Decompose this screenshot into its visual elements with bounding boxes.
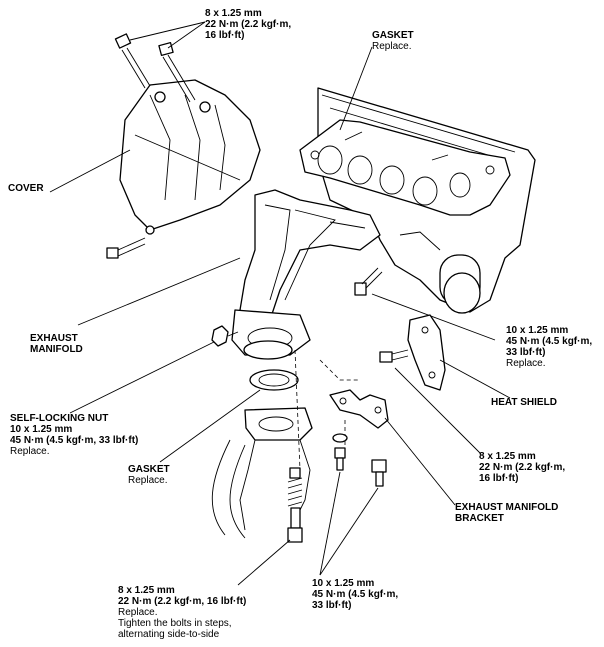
exhaust-manifold — [231, 189, 381, 360]
head-side-bolt — [354, 267, 383, 296]
bracket-line1: EXHAUST MANIFOLD — [455, 502, 559, 513]
spring-bolt-size: 8 x 1.25 mm — [118, 585, 175, 596]
bracket-bolts-leader-1 — [319, 471, 341, 576]
exhaust-manifold-label: EXHAUST MANIFOLD — [30, 333, 83, 355]
bracket-bolt-2 — [371, 459, 387, 487]
exhaust-manifold-bracket — [329, 389, 389, 429]
heat-shield — [407, 314, 446, 391]
exhaust-manifold-line2: MANIFOLD — [30, 344, 83, 355]
self-locking-nut-label: SELF-LOCKING NUT 10 x 1.25 mm 45 N·m (4.… — [10, 413, 138, 457]
top-bolt-leader-1 — [129, 21, 206, 41]
bracket-label: EXHAUST MANIFOLD BRACKET — [455, 502, 558, 524]
heat-shield-bolt-torque: 45 N·m (4.5 kgf·m, — [506, 336, 593, 347]
top-bolt-1 — [114, 33, 151, 89]
spring-bolt-leader — [237, 539, 291, 586]
spring-bolt-spec: 8 x 1.25 mm 22 N·m (2.2 kgf·m, 16 lbf·ft… — [118, 585, 246, 640]
shield-bolt-leader — [394, 367, 481, 454]
gasket-top-label: GASKET Replace. — [372, 30, 414, 52]
bracket-bolts-torque-2: 33 lbf·ft) — [312, 600, 352, 611]
nut-leader — [69, 341, 215, 414]
heat-shield-bolt-leader — [371, 293, 496, 341]
bracket-bolt-1 — [332, 433, 348, 471]
gasket-top-title: GASKET — [372, 30, 414, 41]
gasket-top-note: Replace. — [372, 41, 412, 52]
bracket-line2: BRACKET — [455, 513, 504, 524]
heat-shield-bolt — [379, 349, 409, 363]
gasket-lower-title: GASKET — [128, 464, 170, 475]
bracket-bolts-torque: 45 N·m (4.5 kgf·m, — [312, 589, 399, 600]
gasket-top-leader — [339, 46, 373, 131]
heat-shield-bolt-spec: 10 x 1.25 mm 45 N·m (4.5 kgf·m, 33 lbf·f… — [506, 325, 592, 369]
gasket-lower-label: GASKET Replace. — [128, 464, 170, 486]
cover-leader — [49, 149, 131, 193]
exhaust-manifold-line1: EXHAUST — [30, 333, 78, 344]
spring-bolt-note-2: Tighten the bolts in steps, — [118, 618, 232, 629]
self-locking-nut-torque: 45 N·m (4.5 kgf·m, 33 lbf·ft) — [10, 435, 139, 446]
self-locking-nut-title: SELF-LOCKING NUT — [10, 413, 109, 424]
heat-shield-bolt-note: Replace. — [506, 358, 546, 369]
spring-bolt-note-3: alternating side-to-side — [118, 629, 220, 640]
lower-gasket — [249, 369, 299, 391]
heat-shield-bolt-torque-2: 33 lbf·ft) — [506, 347, 546, 358]
self-locking-nut-note: Replace. — [10, 446, 50, 457]
cover-label: COVER — [8, 183, 44, 194]
top-bolt-spec: 8 x 1.25 mm 22 N·m (2.2 kgf·m, 16 lbf·ft… — [205, 8, 291, 41]
heat-shield-bolt-size: 10 x 1.25 mm — [506, 325, 569, 336]
top-bolt-leader-2 — [167, 21, 206, 49]
cover-title: COVER — [8, 183, 44, 194]
bracket-leader — [384, 417, 456, 506]
exhaust-pipe — [211, 407, 313, 539]
top-bolt-torque-2: 16 lbf·ft) — [205, 30, 245, 41]
cover-lower-bolt — [106, 237, 146, 259]
manifold-leader — [77, 257, 241, 326]
self-locking-nut — [211, 325, 239, 347]
top-bolt-torque: 22 N·m (2.2 kgf·m, — [205, 19, 292, 30]
top-bolt-2 — [158, 41, 196, 103]
bracket-bolts-size: 10 x 1.25 mm — [312, 578, 375, 589]
self-locking-nut-size: 10 x 1.25 mm — [10, 424, 73, 435]
shield-bolts-spec: 8 x 1.25 mm 22 N·m (2.2 kgf·m, 16 lbf·ft… — [479, 451, 565, 484]
bracket-bolts-leader-2 — [319, 487, 379, 576]
heat-shield-title: HEAT SHIELD — [491, 397, 557, 408]
shield-bolts-size: 8 x 1.25 mm — [479, 451, 536, 462]
spring-bolt-note-1: Replace. — [118, 607, 158, 618]
upper-gasket — [299, 119, 511, 216]
heat-shield-leader — [439, 359, 511, 399]
spring-bolt — [287, 467, 303, 543]
shield-bolts-torque-2: 16 lbf·ft) — [479, 473, 519, 484]
spring-bolt-torque: 22 N·m (2.2 kgf·m, 16 lbf·ft) — [118, 596, 247, 607]
bracket-bolts-spec: 10 x 1.25 mm 45 N·m (4.5 kgf·m, 33 lbf·f… — [312, 578, 398, 611]
gasket-lower-leader — [159, 389, 261, 463]
heat-cover — [119, 79, 261, 235]
top-bolt-size: 8 x 1.25 mm — [205, 8, 262, 19]
shield-bolts-torque: 22 N·m (2.2 kgf·m, — [479, 462, 566, 473]
heat-shield-label: HEAT SHIELD — [491, 397, 557, 408]
gasket-lower-note: Replace. — [128, 475, 168, 486]
